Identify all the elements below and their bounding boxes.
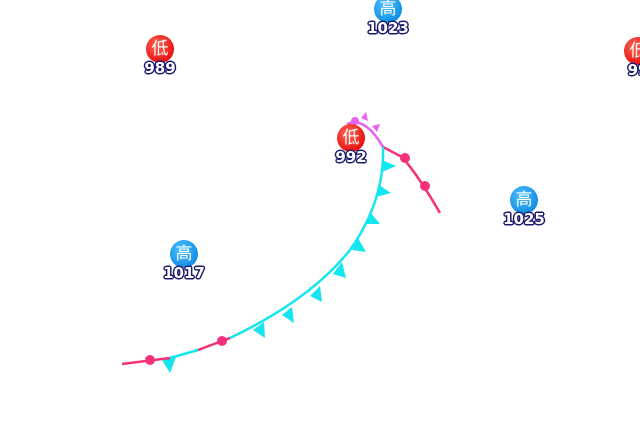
low-badge: 低 [624,37,640,65]
low-badge: 低 [146,35,174,63]
high-badge: 高 [510,186,538,214]
pressure-center-low: 低 99 [608,37,640,78]
pressure-center-high: 高 1023 [358,0,418,36]
high-badge: 高 [374,0,402,23]
pressure-value: 1023 [367,19,409,37]
pressure-value: 989 [144,59,176,77]
pressure-value: 992 [335,148,367,166]
pressure-value: 99 [627,61,640,79]
pressure-center-low: 低 992 [321,124,381,165]
pressure-center-high: 高 1017 [154,240,214,281]
warm-front-segments [121,336,231,366]
high-badge: 高 [170,240,198,268]
pressure-value: 1025 [503,210,545,228]
low-badge: 低 [337,124,365,152]
pressure-value: 1017 [163,264,205,282]
occluded-front [346,112,385,148]
warm-front [382,145,442,214]
pressure-center-low: 低 989 [130,35,190,76]
cold-front [162,146,396,373]
pressure-center-high: 高 1025 [494,186,554,227]
